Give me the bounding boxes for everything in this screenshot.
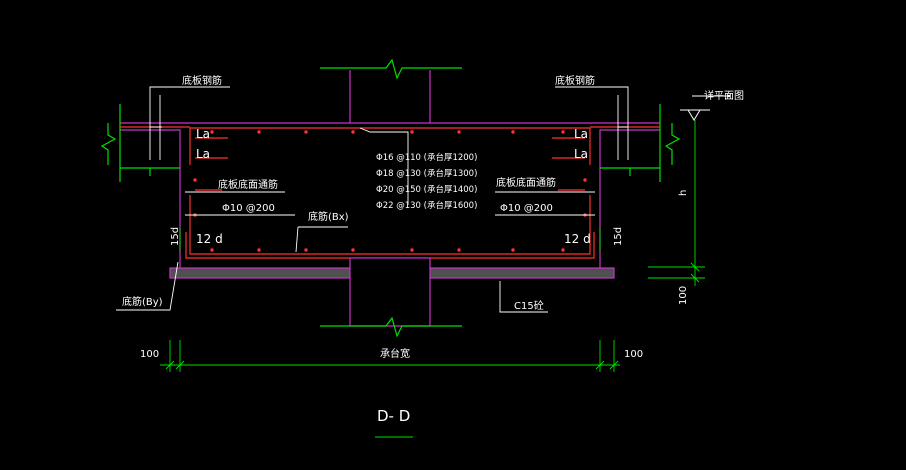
label-bottom-bar-bx: 底筋(Bx)	[308, 210, 349, 223]
label-pile-level-plan: 详平面图	[704, 89, 744, 102]
label-cushion-concrete: C15砼	[514, 299, 544, 312]
label-la-bottom-right: La	[574, 147, 588, 161]
cap-outline	[120, 122, 660, 268]
label-cushion-thickness: 100	[678, 286, 689, 305]
dimensions	[160, 120, 705, 438]
ground-lines	[119, 104, 661, 182]
rebar-table-row: Φ20 @150 (承台厚1400)	[376, 184, 477, 195]
break-line-top	[320, 58, 462, 80]
label-bottom-plate-rebar-left: 底板钢筋	[182, 74, 222, 87]
label-la-top-left: La	[196, 127, 210, 141]
column-top	[349, 70, 431, 123]
label-bottom-bar-by: 底筋(By)	[122, 295, 163, 308]
label-15d-left: 15d	[170, 227, 181, 246]
break-line-left	[100, 123, 117, 165]
label-dim-right: 100	[624, 349, 643, 360]
level-mark	[680, 109, 710, 121]
rebar-table-row: Φ22 @130 (承台厚1600)	[376, 200, 477, 211]
label-through-rebar-right: 底板底面通筋	[496, 176, 556, 189]
label-15d-right: 15d	[613, 227, 624, 246]
break-line-bottom	[320, 316, 462, 338]
rebar-dots	[193, 130, 587, 252]
break-line-right	[664, 123, 681, 165]
rebar-table: Φ16 @110 (承台厚1200) Φ18 @130 (承台厚1300) Φ2…	[376, 152, 477, 211]
label-cap-width: 承台宽	[380, 347, 410, 360]
label-bottom-plate-rebar-right: 底板钢筋	[555, 74, 595, 87]
label-la-top-right: La	[574, 127, 588, 141]
rebar-table-row: Φ16 @110 (承台厚1200)	[376, 152, 477, 163]
leaders	[116, 86, 730, 313]
pile	[349, 257, 431, 327]
label-12d-right: 12 d	[564, 232, 591, 246]
label-through-rebar-left: 底板底面通筋	[218, 178, 278, 191]
section-title: D- D	[377, 407, 410, 425]
label-spacing-left: Φ10 @200	[222, 203, 275, 214]
label-12d-left: 12 d	[196, 232, 223, 246]
label-spacing-right: Φ10 @200	[500, 203, 553, 214]
rebar-table-row: Φ18 @130 (承台厚1300)	[376, 168, 477, 179]
label-la-bottom-left: La	[196, 147, 210, 161]
label-height-h: h	[678, 190, 689, 196]
label-dim-left: 100	[140, 349, 159, 360]
